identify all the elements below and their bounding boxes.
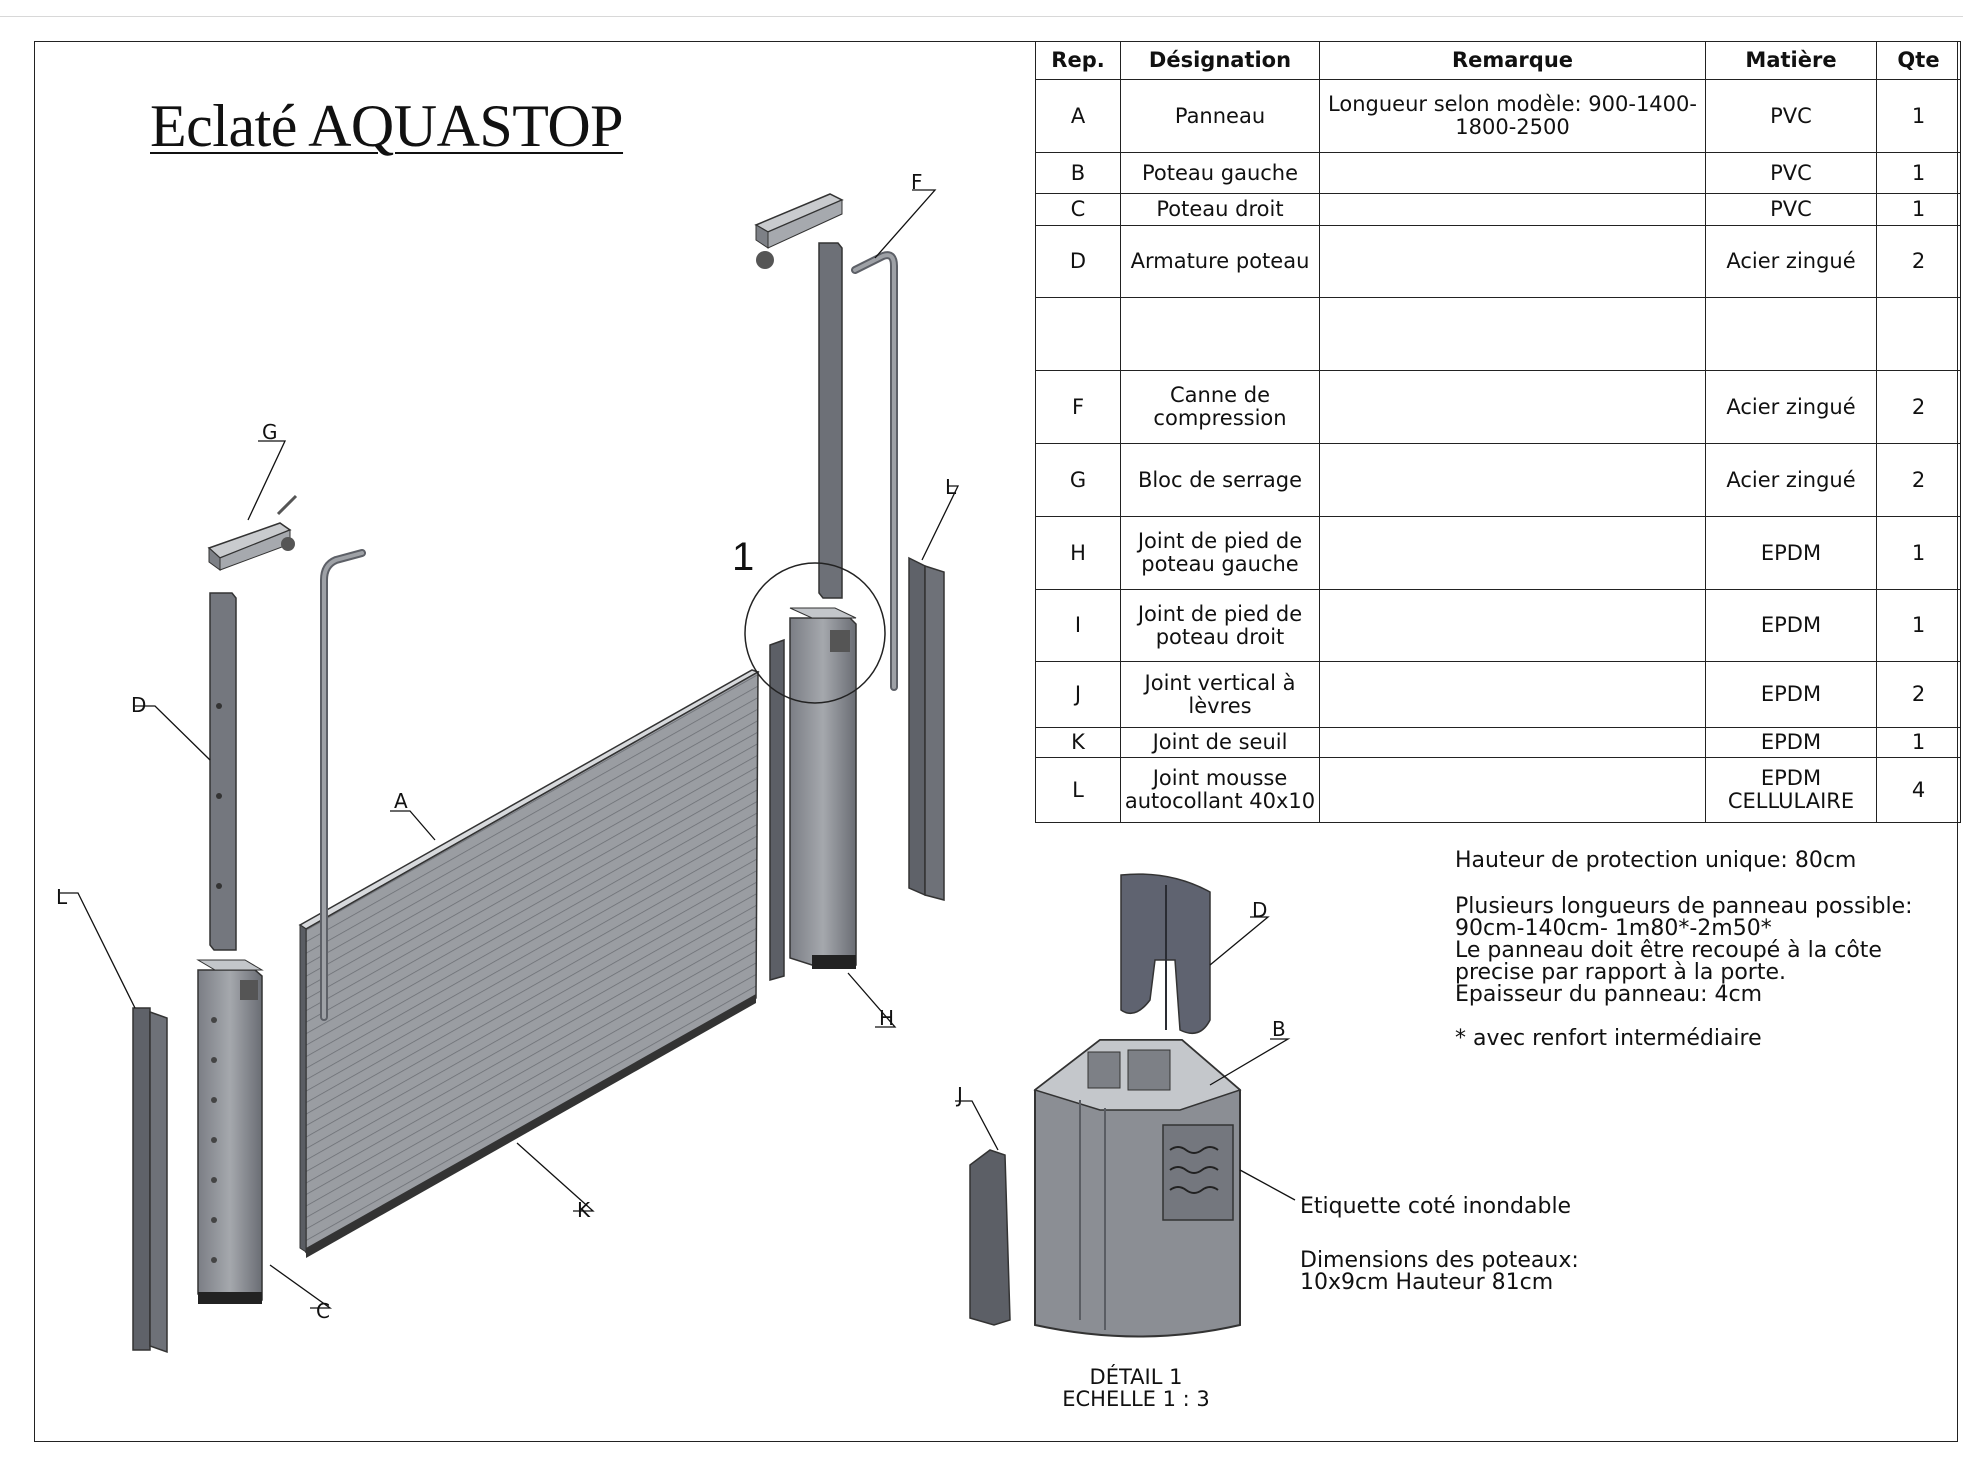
- bom-cell-rep: A: [1035, 79, 1121, 153]
- bom-cell-remarque: [1319, 443, 1706, 517]
- detail-circle: [744, 562, 886, 704]
- bom-cell-qte: 2: [1876, 443, 1961, 517]
- bom-cell-rep: H: [1035, 516, 1121, 590]
- bom-cell-qte: 2: [1876, 370, 1961, 444]
- bom-cell-rep: J: [1035, 661, 1121, 728]
- detail-number: 1: [732, 535, 754, 579]
- callout-b-detail: B: [1272, 1017, 1286, 1041]
- bom-cell-remarque: [1319, 193, 1706, 226]
- bom-cell-matiere: PVC: [1705, 79, 1877, 153]
- bom-cell-qte: 4: [1876, 757, 1961, 823]
- callout-l-right: L: [945, 475, 957, 499]
- bom-cell-matiere: EPDM: [1705, 516, 1877, 590]
- right-armature-part-d: [818, 242, 843, 599]
- left-foam-seal-part-l: [132, 1007, 168, 1354]
- callout-j-detail: J: [955, 1083, 963, 1107]
- bom-row-empty: [1035, 297, 1961, 371]
- note-footnote: * avec renfort intermédiaire: [1455, 1026, 1762, 1051]
- bom-cell-rep: [1035, 297, 1121, 371]
- bom-row: C Poteau droit PVC 1: [1035, 193, 1961, 226]
- detail-caption: DÉTAIL 1 ECHELLE 1 : 3: [1036, 1366, 1236, 1410]
- bom-cell-matiere: Acier zingué: [1705, 370, 1877, 444]
- bom-row: K Joint de seuil EPDM 1: [1035, 727, 1961, 758]
- bom-header-qte: Qte: [1876, 41, 1961, 80]
- left-clamp-block-part-g: [207, 494, 298, 571]
- bom-cell-designation: Joint de pied de poteau droit: [1120, 589, 1320, 662]
- callout-k: K: [577, 1198, 591, 1222]
- bom-cell-designation: Poteau gauche: [1120, 152, 1320, 194]
- callout-a: A: [394, 789, 408, 813]
- panel-part-a: [298, 669, 760, 1258]
- detail-caption-title: DÉTAIL 1: [1089, 1365, 1183, 1389]
- bom-cell-matiere: EPDM: [1705, 589, 1877, 662]
- bom-cell-matiere: [1705, 297, 1877, 371]
- bom-cell-matiere: EPDM CELLULAIRE: [1705, 757, 1877, 823]
- callout-g: G: [262, 420, 278, 444]
- right-clamp-block-part-g: [754, 193, 844, 269]
- bom-cell-designation: Poteau droit: [1120, 193, 1320, 226]
- bom-cell-rep: F: [1035, 370, 1121, 444]
- bom-cell-designation: Bloc de serrage: [1120, 443, 1320, 517]
- detail-view: [969, 873, 1242, 1338]
- bom-cell-remarque: Longueur selon modèle: 900-1400-1800-250…: [1319, 79, 1706, 153]
- bom-cell-remarque: [1319, 589, 1706, 662]
- bom-cell-matiere: Acier zingué: [1705, 443, 1877, 517]
- bom-row: I Joint de pied de poteau droit EPDM 1: [1035, 589, 1961, 662]
- bom-cell-designation: Armature poteau: [1120, 225, 1320, 298]
- bom-cell-matiere: EPDM: [1705, 661, 1877, 728]
- note-panel-lengths: Plusieurs longueurs de panneau possible:…: [1455, 894, 1913, 1007]
- left-compression-rod-part-f: [320, 549, 366, 1021]
- callout-d-detail: D: [1252, 898, 1267, 922]
- bom-cell-designation: Joint de pied de poteau gauche: [1120, 516, 1320, 590]
- callout-c: C: [316, 1299, 330, 1323]
- callout-leaders: [60, 189, 1296, 1309]
- bom-row: A Panneau Longueur selon modèle: 900-140…: [1035, 79, 1961, 153]
- bom-cell-designation: Canne de compression: [1120, 370, 1320, 444]
- bom-cell-qte: [1876, 297, 1961, 371]
- bom-cell-qte: 1: [1876, 589, 1961, 662]
- bom-row: D Armature poteau Acier zingué 2: [1035, 225, 1961, 298]
- left-armature-part-d: [209, 592, 237, 951]
- bom-cell-designation: Joint vertical à lèvres: [1120, 661, 1320, 728]
- callout-f: F: [911, 170, 923, 194]
- bom-table: Rep. Désignation Remarque Matière Qte A …: [1035, 41, 1961, 823]
- bom-cell-rep: I: [1035, 589, 1121, 662]
- bom-row: G Bloc de serrage Acier zingué 2: [1035, 443, 1961, 517]
- bom-cell-rep: B: [1035, 152, 1121, 194]
- left-post-part-c: [196, 959, 264, 1304]
- detail-caption-scale: ECHELLE 1 : 3: [1062, 1387, 1210, 1411]
- bom-cell-qte: 1: [1876, 193, 1961, 226]
- bom-cell-rep: L: [1035, 757, 1121, 823]
- callout-d: D: [131, 693, 146, 717]
- bom-cell-remarque: [1319, 225, 1706, 298]
- callout-h: H: [879, 1006, 894, 1030]
- bom-cell-matiere: Acier zingué: [1705, 225, 1877, 298]
- right-compression-rod-part-f: [851, 251, 898, 691]
- bom-header-matiere: Matière: [1705, 41, 1877, 80]
- bom-cell-remarque: [1319, 757, 1706, 823]
- bom-row: J Joint vertical à lèvres EPDM 2: [1035, 661, 1961, 728]
- top-rule: [0, 16, 1963, 17]
- note-flood-side-label: Etiquette coté inondable: [1300, 1194, 1572, 1219]
- bom-cell-designation: Panneau: [1120, 79, 1320, 153]
- drawing-title: Eclaté AQUASTOP: [150, 93, 624, 159]
- bom-cell-qte: 1: [1876, 152, 1961, 194]
- bom-cell-designation: Joint mousse autocollant 40x10: [1120, 757, 1320, 823]
- bom-row: L Joint mousse autocollant 40x10 EPDM CE…: [1035, 757, 1961, 823]
- right-foam-seal-part-l: [908, 556, 945, 901]
- bom-cell-qte: 1: [1876, 727, 1961, 758]
- right-post-part-b: [789, 607, 857, 969]
- note-post-dimensions: Dimensions des poteaux: 10x9cm Hauteur 8…: [1300, 1248, 1579, 1295]
- callout-l-left: L: [56, 885, 68, 909]
- vertical-lip-seal-part-j: [769, 638, 785, 981]
- bom-cell-remarque: [1319, 661, 1706, 728]
- note-protection-height: Hauteur de protection unique: 80cm: [1455, 848, 1857, 873]
- bom-cell-rep: G: [1035, 443, 1121, 517]
